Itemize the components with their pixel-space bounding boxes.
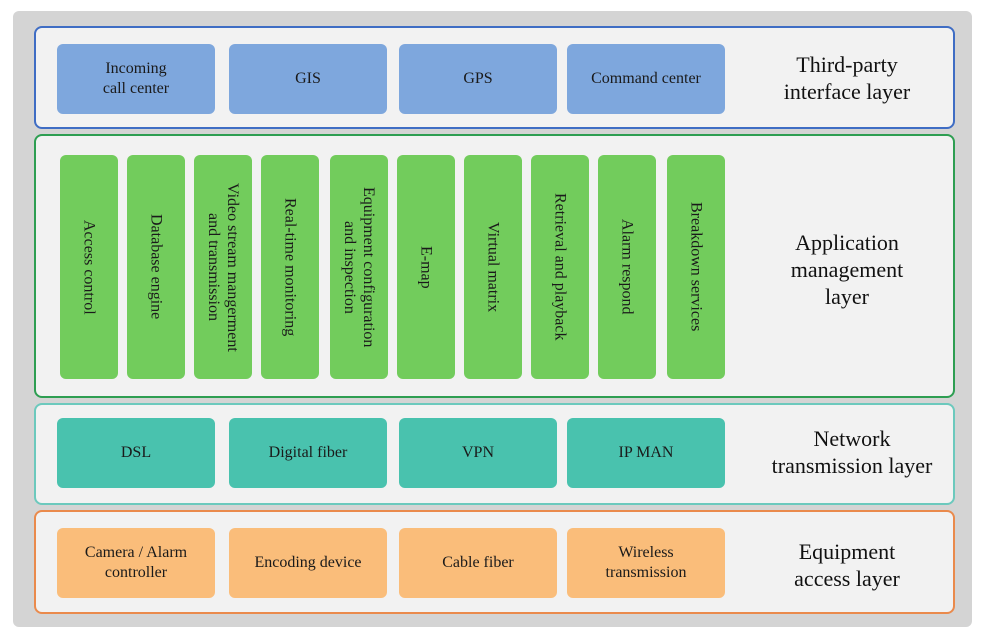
- wireless-transmission-box: Wireless transmission: [567, 528, 725, 598]
- database-engine-label: Database engine: [147, 214, 165, 320]
- access-control-box: Access control: [60, 155, 118, 379]
- virtual-matrix-label: Virtual matrix: [484, 221, 502, 313]
- encoding-device-box: Encoding device: [229, 528, 387, 598]
- real-time-monitoring-box: Real-time monitoring: [261, 155, 319, 379]
- retrieval-and-playback-box: Retrieval and playback: [531, 155, 589, 379]
- video-stream-box: Video stream mangerment and transmission: [194, 155, 252, 379]
- alarm-respond-box: Alarm respond: [598, 155, 656, 379]
- camera-alarm-controller-box: Camera / Alarm controller: [57, 528, 215, 598]
- dsl-box: DSL: [57, 418, 215, 488]
- network-layer-label: Network transmission layer: [771, 426, 933, 478]
- cable-fiber-box: Cable fiber: [399, 528, 557, 598]
- e-map-box: E-map: [397, 155, 455, 379]
- equipment-layer-label: Equipment access layer: [794, 539, 900, 591]
- virtual-matrix-box: Virtual matrix: [464, 155, 522, 379]
- equipment-configuration-box: Equipment configuration and inspection: [330, 155, 388, 379]
- third-party-layer-label: Third-party interface layer: [783, 52, 911, 104]
- database-engine-box: Database engine: [127, 155, 185, 379]
- command-center-box: Command center: [567, 44, 725, 114]
- application-layer-label: Application management layer: [790, 230, 904, 309]
- ip-man-box: IP MAN: [567, 418, 725, 488]
- video-stream-label: Video stream mangerment and transmission: [205, 182, 241, 352]
- vpn-box: VPN: [399, 418, 557, 488]
- gis-box: GIS: [229, 44, 387, 114]
- retrieval-and-playback-label: Retrieval and playback: [551, 193, 569, 341]
- real-time-monitoring-label: Real-time monitoring: [281, 197, 299, 337]
- gps-box: GPS: [399, 44, 557, 114]
- alarm-respond-label: Alarm respond: [618, 219, 636, 315]
- access-control-label: Access control: [80, 219, 98, 315]
- equipment-configuration-label: Equipment configuration and inspection: [341, 186, 377, 348]
- breakdown-services-box: Breakdown services: [667, 155, 725, 379]
- breakdown-services-label: Breakdown services: [687, 202, 705, 332]
- e-map-label: E-map: [417, 245, 435, 289]
- incoming-call-center-box: Incoming call center: [57, 44, 215, 114]
- digital-fiber-box: Digital fiber: [229, 418, 387, 488]
